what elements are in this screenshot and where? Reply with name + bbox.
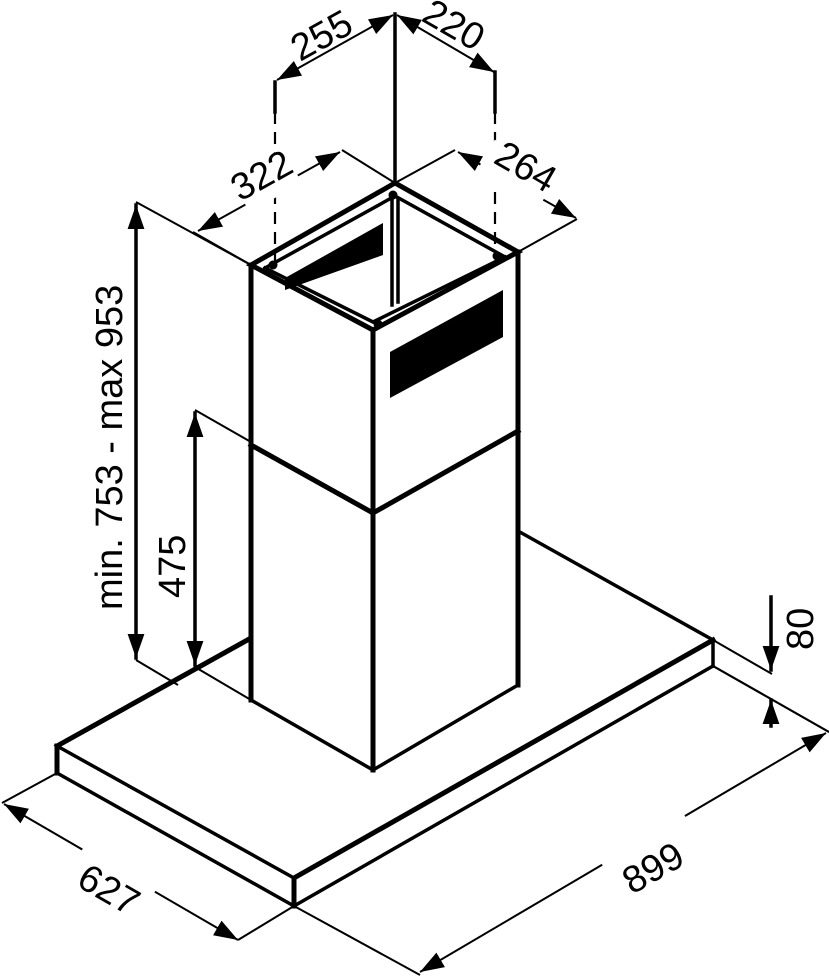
- dim-475: 475: [152, 535, 194, 598]
- fixing-hole: [492, 251, 502, 261]
- dim-322: 322: [224, 142, 300, 209]
- dim-total-height: min. 753 - max 953: [89, 201, 252, 686]
- dim-canopy-thickness: 80: [712, 595, 829, 733]
- dim-chimney-section: 322 264: [192, 133, 578, 266]
- dim-255: 255: [284, 2, 360, 69]
- dim-total-height-label: min. 753 - max 953: [89, 285, 131, 610]
- vent-slot-inner: [285, 223, 383, 290]
- fixing-hole: [388, 190, 398, 200]
- dim-lower-chimney: 475: [152, 409, 252, 701]
- dim-220: 220: [416, 0, 492, 59]
- fixing-hole: [373, 319, 383, 329]
- vent-slot: [390, 290, 503, 398]
- dim-80: 80: [780, 608, 822, 650]
- fixing-hole: [268, 260, 278, 270]
- dim-canopy-depth: 627: [1, 772, 295, 941]
- chimney: [245, 180, 524, 773]
- dim-outlet-offsets: 255 220: [273, 0, 497, 268]
